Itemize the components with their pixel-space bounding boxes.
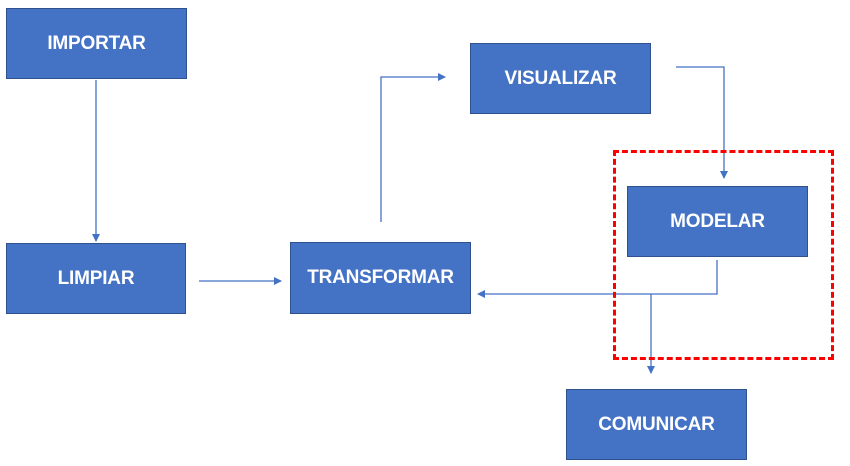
node-importar[interactable]: IMPORTAR (6, 8, 187, 79)
edge-modelar-transformar (477, 260, 718, 298)
node-visualizar[interactable]: VISUALIZAR (470, 43, 651, 114)
node-comunicar[interactable]: COMUNICAR (566, 389, 747, 460)
node-visualizar-label: VISUALIZAR (504, 67, 617, 89)
node-transformar-label: TRANSFORMAR (307, 267, 454, 288)
node-transformar[interactable]: TRANSFORMAR (290, 242, 471, 314)
node-importar-label: IMPORTAR (47, 32, 146, 54)
node-limpiar-label: LIMPIAR (57, 267, 135, 289)
modelar-highlight-frame (613, 150, 834, 360)
edge-transformar-visualizar (380, 73, 446, 222)
node-modelar-label: MODELAR (670, 210, 765, 232)
node-limpiar[interactable]: LIMPIAR (6, 243, 186, 314)
edge-visualizar-modelar (676, 66, 728, 179)
node-modelar[interactable]: MODELAR (627, 186, 808, 257)
node-comunicar-label: COMUNICAR (598, 413, 715, 435)
